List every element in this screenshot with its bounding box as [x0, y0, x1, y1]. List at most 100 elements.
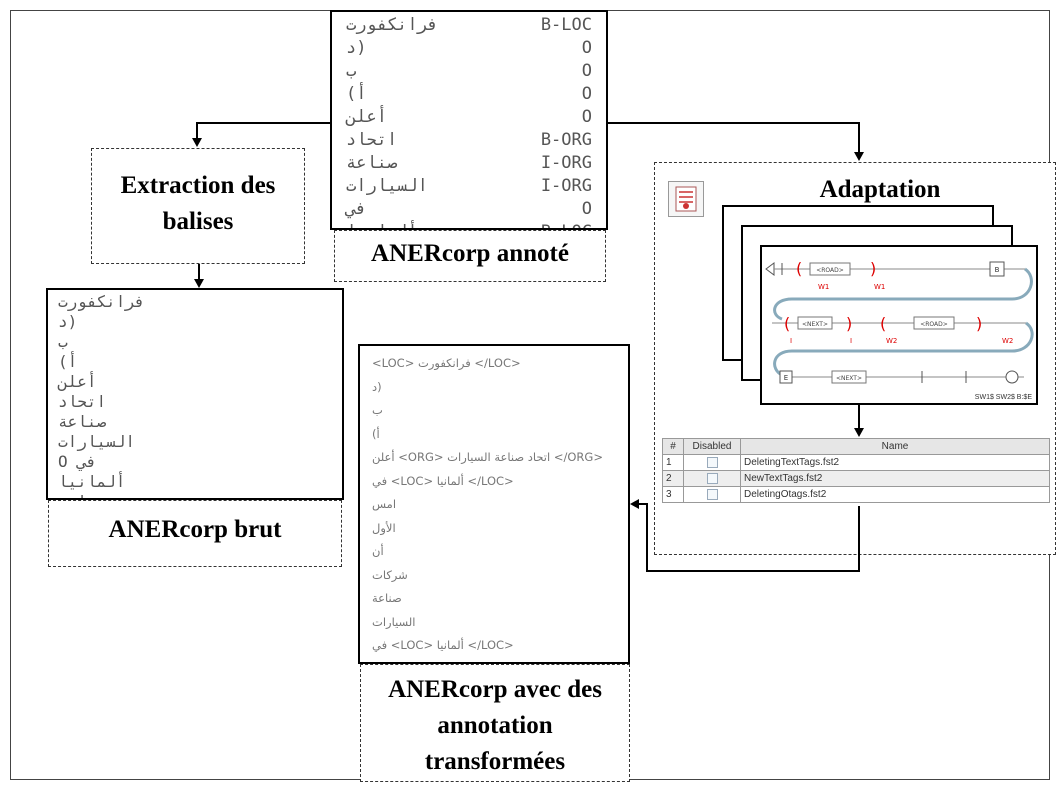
table-row[interactable]: 2 NewTextTags.fst2 [662, 470, 1050, 487]
connector [198, 264, 200, 280]
transformed-label: ANERcorp avec des annotation transformée… [388, 676, 602, 775]
brut-label: ANERcorp brut [108, 516, 282, 543]
arabic-token: أعلن [346, 107, 387, 127]
transformed-line: شركات [372, 567, 408, 582]
annotated-label-box [334, 230, 606, 282]
fst-node-road: <ROAD> [816, 267, 844, 274]
arabic-token: ألمانيا [346, 221, 418, 228]
transformed-line: <LOC> فرانكفورت </LOC> [372, 356, 521, 370]
col-name-header[interactable]: Name [740, 438, 1050, 455]
disabled-cell [683, 470, 741, 487]
ner-tag: O [581, 107, 592, 127]
brut-line: O في [58, 452, 97, 471]
brut-line: د) [58, 312, 78, 331]
annotated-line: ألمانيا B-LOC [346, 221, 592, 228]
arrow-head [854, 152, 864, 161]
graph-list-table: # Disabled Name 1 DeletingTextTags.fst2 2 N… [662, 438, 1050, 503]
brut-line: امس [48, 492, 342, 498]
arabic-token: السيارات [346, 176, 428, 196]
ner-tag: O [581, 199, 592, 219]
transformed-line: صناعة [372, 591, 402, 605]
transformed-line: السيارات [372, 614, 416, 629]
unitex-logo-icon [668, 181, 704, 217]
arrow-head [194, 279, 204, 288]
row-number: 1 [662, 454, 684, 471]
arabic-token: أ) [346, 84, 367, 104]
connector [858, 122, 860, 154]
connector [646, 570, 860, 572]
connector [608, 122, 860, 124]
svg-text:): ) [846, 314, 852, 333]
transformed-line: ب [372, 403, 383, 417]
transformed-line: امس [372, 497, 397, 511]
transformed-line: في <LOC> ألمانيا </LOC> [372, 638, 514, 652]
transformed-line: أن [372, 544, 384, 558]
fst-window-front: ( <ROAD> ) B W1 W1 ( <NEXT> ) ( <ROAD> )… [760, 245, 1038, 405]
col-disabled-header[interactable]: Disabled [683, 438, 741, 455]
ner-tag: O [581, 84, 592, 104]
ner-tag: O [581, 61, 592, 81]
fst-node-next: <NEXT> [836, 375, 862, 382]
fst-label: W2 [886, 337, 897, 345]
brut-label-box [48, 500, 342, 567]
graph-name[interactable]: DeletingTextTags.fst2 [740, 454, 1050, 471]
svg-text:E: E [784, 374, 788, 382]
annotated-label: ANERcorp annoté [371, 240, 569, 267]
transformed-line: أعلن <ORG> اتحاد صناعة السيارات </ORG> [372, 450, 603, 464]
fst-label: I [790, 337, 792, 345]
brut-line: ب [58, 332, 68, 351]
brut-line: اتحاد [58, 392, 107, 411]
ner-tag: I-ORG [540, 176, 592, 196]
brut-line: أعلن [58, 372, 97, 391]
arrow-head [854, 428, 864, 437]
adaptation-label: Adaptation [819, 176, 941, 203]
extraction-label: Extraction des balises [120, 172, 276, 235]
disabled-checkbox[interactable] [706, 456, 718, 468]
fst-label: W1 [818, 283, 829, 291]
fst-node-road: <ROAD> [920, 321, 948, 328]
disabled-checkbox[interactable] [706, 488, 718, 500]
svg-text:(: ( [784, 314, 790, 333]
transformed-line: د) [372, 379, 382, 394]
ner-tag: O [581, 38, 592, 58]
transformed-line: في <LOC> ألمانيا </LOC> [372, 473, 514, 488]
brut-line: فرانكفورت [58, 292, 145, 311]
table-row[interactable]: 3 DeletingOtags.fst2 [662, 486, 1050, 503]
row-number: 3 [662, 486, 684, 503]
svg-text:B: B [995, 266, 1000, 274]
arabic-token: صناعة [346, 153, 398, 173]
fst-label: W2 [1002, 337, 1013, 345]
svg-text:): ) [870, 259, 876, 278]
extraction-box [91, 148, 305, 264]
annotated-line: أعلن O [346, 106, 592, 129]
arabic-token: اتحاد [346, 130, 398, 150]
svg-text:): ) [976, 314, 982, 333]
arrow-head [192, 138, 202, 147]
graph-name[interactable]: NewTextTags.fst2 [740, 470, 1050, 487]
ner-tag: B-ORG [540, 130, 592, 150]
arrow-head [630, 499, 639, 509]
graph-name[interactable]: DeletingOtags.fst2 [740, 486, 1050, 503]
connector [196, 122, 198, 140]
table-row[interactable]: 1 DeletingTextTags.fst2 [662, 454, 1050, 471]
brut-line: السيارات [58, 432, 136, 451]
arabic-token: ب [346, 61, 357, 81]
disabled-checkbox[interactable] [706, 472, 718, 484]
ner-tag: B-LOC [541, 221, 592, 228]
transformed-label-box [360, 664, 630, 782]
connector [638, 503, 648, 505]
col-number-header[interactable]: # [662, 438, 684, 455]
brut-line: صناعة [58, 412, 107, 431]
connector [858, 405, 860, 429]
row-number: 2 [662, 470, 684, 487]
fst-label: I [850, 337, 852, 345]
transformed-line: الأول [372, 520, 396, 535]
svg-text:(: ( [880, 314, 886, 333]
